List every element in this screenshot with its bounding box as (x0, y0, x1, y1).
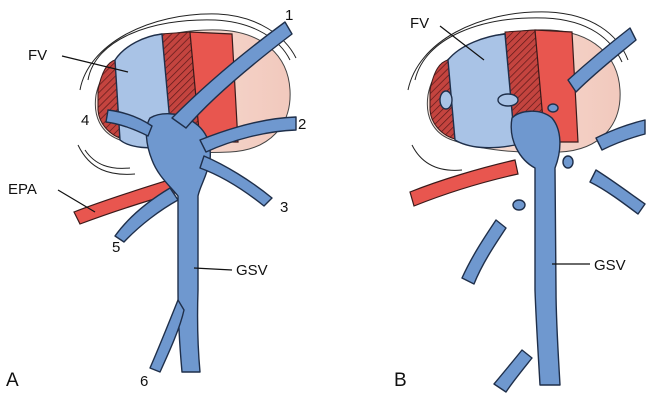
panel-a-letter: A (6, 370, 19, 391)
epa-leader (58, 190, 95, 212)
stump-top (548, 104, 558, 112)
artery-lower-b (410, 160, 518, 206)
stump-fv-junction (498, 94, 518, 106)
stump-lower (513, 200, 525, 210)
femoral-vein-b (448, 34, 515, 148)
stump-side (563, 156, 573, 168)
panel-b: FV GSV B (394, 12, 645, 392)
gsv-trunk-b (511, 111, 560, 385)
branch-3-label: 3 (280, 199, 288, 216)
epa-label: EPA (8, 181, 37, 198)
gsv-label-b: GSV (594, 257, 626, 274)
panel-a: FV EPA GSV 1 2 3 4 5 6 A (6, 7, 306, 391)
cut-branch-4 (462, 220, 506, 284)
panel-b-letter: B (394, 370, 407, 391)
gsv-leader-a (194, 268, 232, 270)
fv-label-a: FV (28, 47, 47, 64)
cut-branch-3 (590, 170, 645, 214)
branch-6-label: 6 (140, 373, 148, 390)
fv-label-b: FV (410, 15, 429, 32)
branch-5-label: 5 (112, 239, 120, 256)
gsv-label-a: GSV (236, 262, 268, 279)
stump-left (440, 91, 452, 109)
branch-2-label: 2 (298, 116, 306, 133)
branch-4-label: 4 (81, 112, 89, 129)
cut-branch-5 (494, 350, 532, 392)
branch-3 (200, 156, 272, 206)
gsv-trunk-a (146, 114, 210, 372)
branch-1-label: 1 (285, 7, 293, 24)
